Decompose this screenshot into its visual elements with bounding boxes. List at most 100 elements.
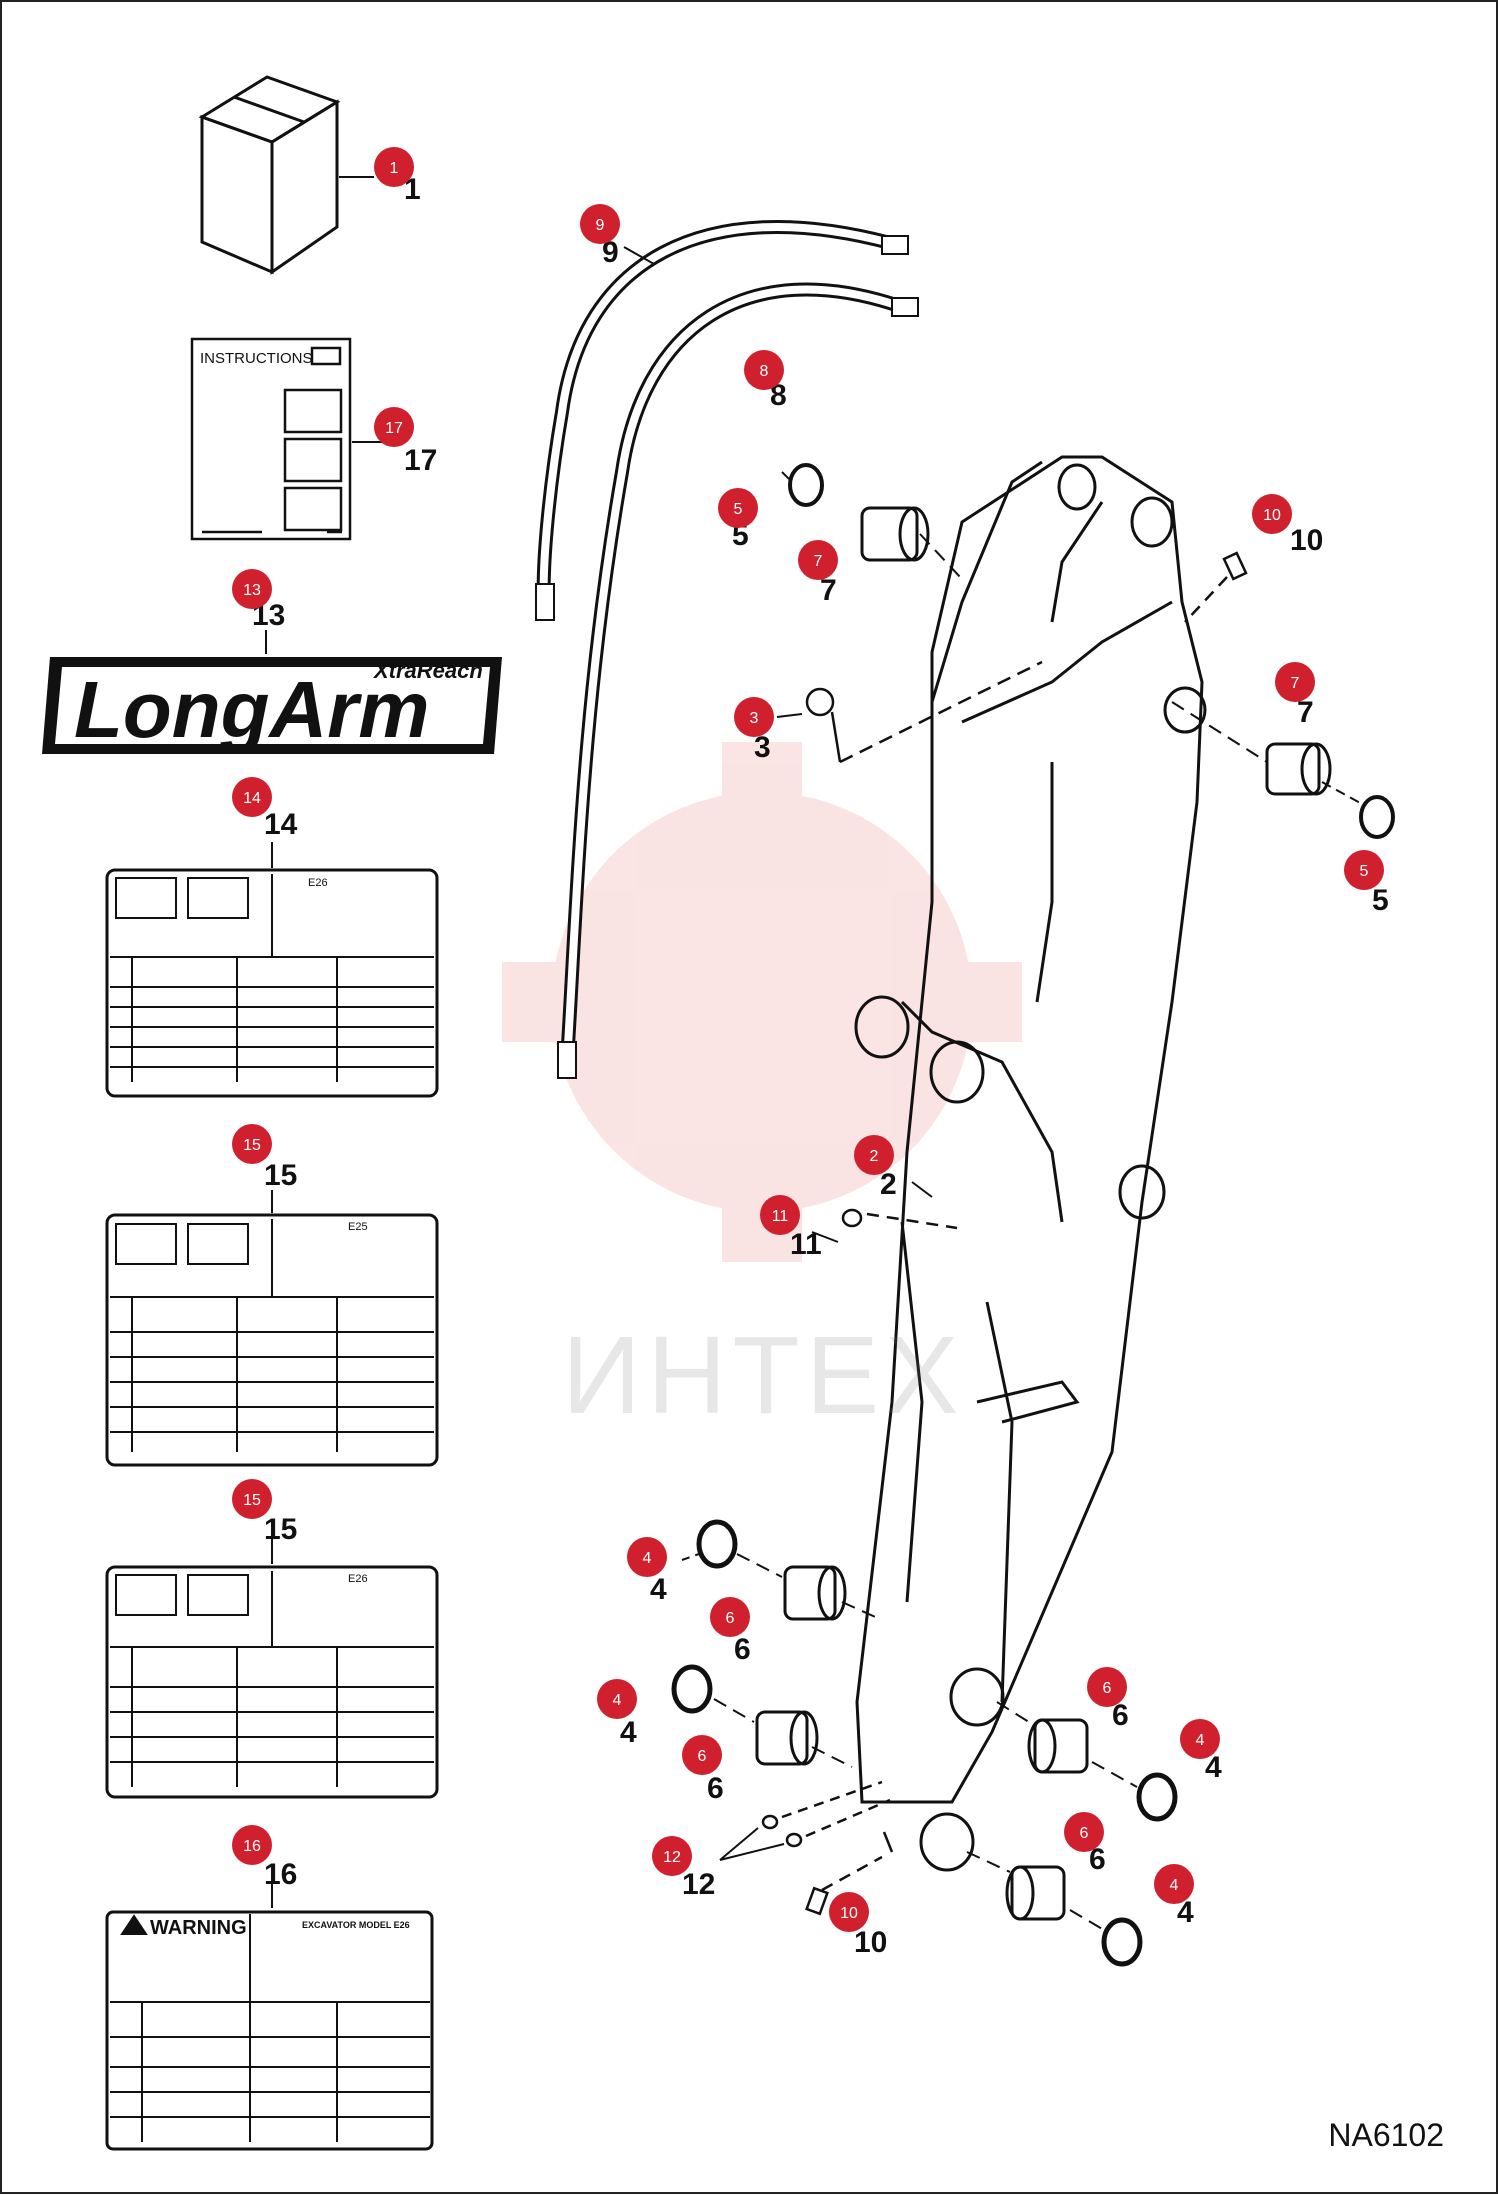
callout-badge-label-c14: 14: [243, 790, 261, 807]
callout-badge-circle-c6a[interactable]: [710, 1597, 750, 1637]
callout-badge-circle-c4c[interactable]: [1180, 1719, 1220, 1759]
callout-number-c8: 8: [770, 379, 787, 412]
callout-badge-c15a[interactable]: 15: [232, 1124, 272, 1164]
callout-number-c10a: 10: [1290, 524, 1323, 557]
callout-badge-c1[interactable]: 1: [374, 147, 414, 187]
callout-badge-circle-c14[interactable]: [232, 777, 272, 817]
callout-badge-c13[interactable]: 13: [232, 569, 272, 609]
callout-badge-c9[interactable]: 9: [580, 204, 620, 244]
callout-badge-circle-c4a[interactable]: [627, 1537, 667, 1577]
callout-badge-c4b[interactable]: 4: [597, 1679, 637, 1719]
callout-badge-circle-c2[interactable]: [854, 1135, 894, 1175]
callout-badge-c16[interactable]: 16: [232, 1825, 272, 1865]
callout-badge-c8[interactable]: 8: [744, 350, 784, 390]
callout-badge-circle-c6d[interactable]: [1064, 1812, 1104, 1852]
callout-badge-c15b[interactable]: 15: [232, 1479, 272, 1519]
callout-badge-c6d[interactable]: 6: [1064, 1812, 1104, 1852]
callout-badge-circle-c6c[interactable]: [1087, 1667, 1127, 1707]
callout-badge-c6a[interactable]: 6: [710, 1597, 750, 1637]
callout-badge-circle-c13[interactable]: [232, 569, 272, 609]
callout-number-c6d: 6: [1089, 1843, 1106, 1876]
callout-badge-c17[interactable]: 17: [374, 407, 414, 447]
callout-badge-circle-c4d[interactable]: [1154, 1864, 1194, 1904]
callout-badge-circle-c17[interactable]: [374, 407, 414, 447]
callout-badge-circle-c16[interactable]: [232, 1825, 272, 1865]
callout-badge-label-c8: 8: [760, 363, 769, 380]
callout-badge-c11[interactable]: 11: [760, 1195, 800, 1235]
callout-badge-circle-c15a[interactable]: [232, 1124, 272, 1164]
callout-number-c12: 12: [682, 1868, 715, 1901]
callout-number-c4d: 4: [1177, 1896, 1194, 1929]
callout-badge-circle-c1[interactable]: [374, 147, 414, 187]
callout-badge-c4c[interactable]: 4: [1180, 1719, 1220, 1759]
callout-number-c4b: 4: [620, 1716, 637, 1749]
callout-badge-label-c4c: 4: [1196, 1732, 1205, 1749]
callout-badge-c7b[interactable]: 7: [1275, 662, 1315, 702]
callout-badge-circle-c9[interactable]: [580, 204, 620, 244]
bushing-7a: [860, 506, 930, 562]
callout-badge-circle-c12[interactable]: [652, 1836, 692, 1876]
load-chart-decal-15b: [105, 1565, 439, 1799]
callout-badge-c10a[interactable]: 10: [1252, 494, 1292, 534]
pins-12: [761, 1780, 894, 1853]
callout-badge-circle-c3[interactable]: [734, 697, 774, 737]
seal-ring-4b: [671, 1664, 713, 1714]
svg-text:E26: E26: [308, 877, 328, 889]
seal-ring-5b: [1359, 795, 1395, 839]
load-chart-decal-14: [105, 868, 439, 1098]
callout-number-c7b: 7: [1297, 696, 1314, 729]
callout-badge-label-c6d: 6: [1080, 1825, 1089, 1842]
callout-badge-c4a[interactable]: 4: [627, 1537, 667, 1577]
callout-number-c1: 1: [404, 173, 421, 206]
svg-text:E25: E25: [348, 1221, 368, 1233]
callout-badge-c12[interactable]: 12: [652, 1836, 692, 1876]
callout-badge-label-c6c: 6: [1103, 1680, 1112, 1697]
callout-badge-label-c15a: 15: [243, 1137, 261, 1154]
bushing-6c: [1027, 1718, 1089, 1774]
callout-badge-label-c6b: 6: [698, 1748, 707, 1765]
callout-badge-circle-c11[interactable]: [760, 1195, 800, 1235]
grease-fitting-10a: [1184, 551, 1248, 623]
callout-number-c6c: 6: [1112, 1699, 1129, 1732]
callout-badge-c4d[interactable]: 4: [1154, 1864, 1194, 1904]
callout-badge-c6c[interactable]: 6: [1087, 1667, 1127, 1707]
callout-badge-c6b[interactable]: 6: [682, 1735, 722, 1775]
callout-badge-c5b[interactable]: 5: [1344, 850, 1384, 890]
bushing-6d: [1005, 1865, 1066, 1921]
callout-badge-circle-c5a[interactable]: [718, 488, 758, 528]
callout-badge-label-c4a: 4: [643, 1550, 652, 1567]
callout-badge-circle-c10b[interactable]: [829, 1892, 869, 1932]
callout-badge-c3[interactable]: 3: [734, 697, 774, 737]
figure-id: NA6102: [1328, 2117, 1444, 2153]
callout-badge-circle-c10a[interactable]: [1252, 494, 1292, 534]
callout-badge-circle-c7a[interactable]: [798, 540, 838, 580]
callout-number-c14: 14: [264, 808, 298, 841]
callouts-layer: 1117171313141415151515161699885577331010…: [232, 147, 1389, 1959]
callout-badge-circle-c6b[interactable]: [682, 1735, 722, 1775]
callout-badge-circle-c7b[interactable]: [1275, 662, 1315, 702]
callout-badge-c5a[interactable]: 5: [718, 488, 758, 528]
callout-number-c3: 3: [754, 731, 771, 764]
callout-badge-c7a[interactable]: 7: [798, 540, 838, 580]
callout-badge-label-c4b: 4: [613, 1692, 622, 1709]
callout-badge-c10b[interactable]: 10: [829, 1892, 869, 1932]
callout-badge-c2[interactable]: 2: [854, 1135, 894, 1175]
bushing-7b: [1265, 742, 1332, 796]
callout-badge-label-c12: 12: [663, 1849, 681, 1866]
callout-badge-label-c5b: 5: [1360, 863, 1369, 880]
callout-badge-circle-c8[interactable]: [744, 350, 784, 390]
callout-number-c15a: 15: [264, 1159, 297, 1192]
callout-badge-label-c17: 17: [385, 420, 403, 437]
callout-badge-circle-c15b[interactable]: [232, 1479, 272, 1519]
callout-number-c15b: 15: [264, 1513, 297, 1546]
callout-badge-label-c10a: 10: [1263, 507, 1281, 524]
instructions-title: INSTRUCTIONS: [200, 350, 313, 367]
callout-badge-circle-c5b[interactable]: [1344, 850, 1384, 890]
callout-badge-label-c4d: 4: [1170, 1877, 1179, 1894]
callout-badge-label-c7a: 7: [814, 553, 823, 570]
callout-badge-circle-c4b[interactable]: [597, 1679, 637, 1719]
seal-ring-4c: [1136, 1772, 1178, 1822]
callout-badge-c14[interactable]: 14: [232, 777, 272, 817]
callout-badge-label-c16: 16: [243, 1838, 261, 1855]
